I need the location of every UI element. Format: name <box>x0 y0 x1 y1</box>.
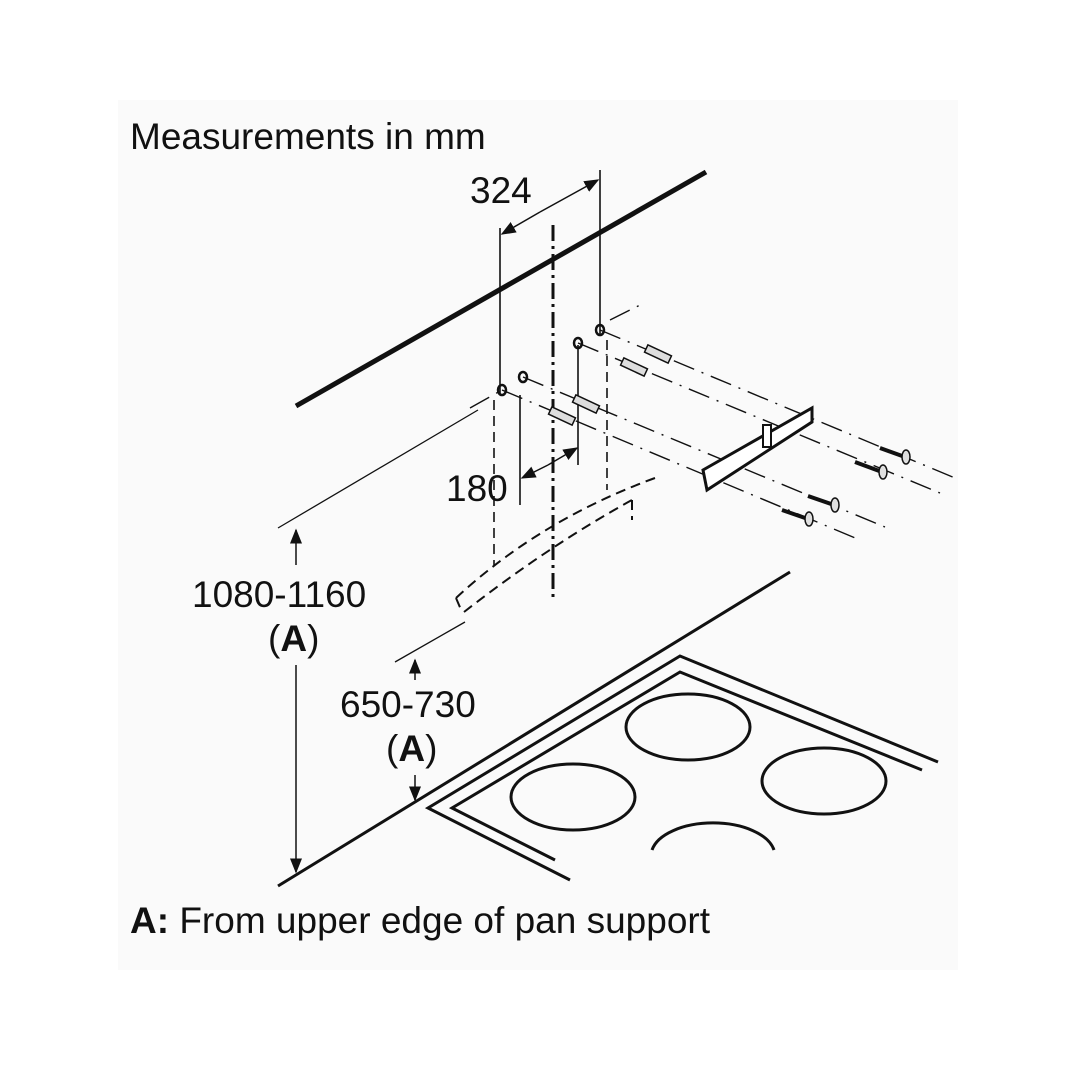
diagram-title: Measurements in mm <box>130 116 486 157</box>
cooktop <box>424 654 939 882</box>
dimension-180-arrow <box>520 464 549 479</box>
hood-outline <box>455 477 656 613</box>
countertop-edge <box>277 570 791 888</box>
vertical-guides <box>493 170 608 565</box>
screws <box>781 446 911 527</box>
burner-front-left <box>509 762 637 832</box>
burner-back-right <box>760 746 888 816</box>
dimension-upper-ref: (A) <box>268 618 320 659</box>
projection-lines <box>469 304 956 541</box>
ref-line-lower <box>394 621 466 663</box>
wall-plugs <box>547 343 673 427</box>
footnote-text: From upper edge of pan support <box>169 900 710 941</box>
ref-letter: A <box>280 618 308 659</box>
dimension-180-label: 180 <box>446 468 508 509</box>
dimension-324-arrow <box>500 211 541 235</box>
burner-front-right <box>650 821 776 851</box>
dimension-upper-label: 1080-1160 <box>192 574 367 615</box>
footnote-key: A: <box>130 900 170 941</box>
dimension-324-label: 324 <box>470 170 532 211</box>
footnote: A: From upper edge of pan support <box>130 900 710 942</box>
burner-back-left <box>624 692 752 762</box>
ref-letter: A <box>398 728 426 769</box>
ceiling-line <box>294 169 708 409</box>
dimension-lower-label: 650-730 <box>340 684 476 725</box>
ref-line-upper <box>277 409 479 529</box>
dimension-lower-ref: (A) <box>386 728 438 769</box>
mounting-bracket <box>701 405 814 493</box>
drill-holes <box>496 323 606 397</box>
